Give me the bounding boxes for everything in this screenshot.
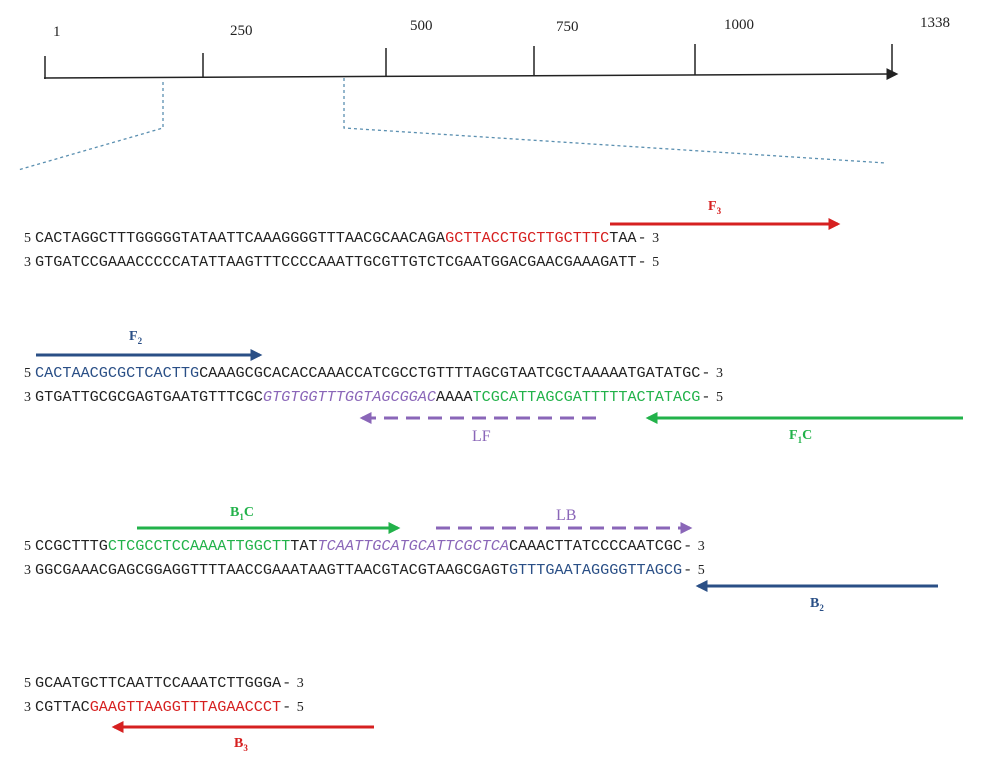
ruler-tick-label: 1000 [724,17,754,33]
f1c-primer-label: F1C [789,428,813,445]
b3-primer-label: B3 [234,736,248,753]
sequence-strand-top: 5 CCGCTTTGCTCGCCTCCAAAATTGGCTTTATTCAATTGC… [24,535,705,557]
strand-end-label: 5 [24,231,31,246]
strand-end-label: 5 [24,366,31,381]
sequence-segment: TCGCATTAGCGATTTTTACTATACG [472,388,701,406]
gene-ruler [17,44,899,171]
strand-end-label: 3 [24,563,31,578]
sequence-segment: TAT [290,537,318,555]
strand-end-label: 3 [24,700,31,715]
f2-primer-label: F2 [129,329,143,346]
sequence-segment: GCTTACCTGCTTGCTTTC [445,229,610,247]
strand-end-label: 5 [694,563,705,578]
sequence-segment: CAAACTTATCCCCAATCGC [508,537,683,555]
sequence-segment: GAAGTTAAGGTTTAGAACCCT [89,698,282,716]
sequence-segment: TAA [609,229,637,247]
strand-end-label: 5 [24,676,31,691]
sequence-segment: CGTTAC [35,698,90,716]
sequence-segment: GTGATCCGAAACCCCCATATTAAGTTTCCCCAAATTGCGT… [35,253,637,271]
sequence-strand-bottom: 3 GGCGAAACGAGCGGAGGTTTTAACCGAAATAAGTTAACG… [24,559,705,581]
strand-end-label: 5 [712,390,723,405]
ruler-tick-label: 750 [556,19,579,35]
strand-end-label: 5 [648,255,660,270]
ruler-tick-label: 500 [410,18,433,34]
strand-end-label: 3 [293,676,304,691]
lf-loop-primer-label: LF [472,428,491,445]
sequence-segment: CACTAGGCTTTGGGGGTATAATTCAAAGGGGTTTAACGCA… [35,229,446,247]
strand-end-label: 5 [24,539,31,554]
strand-end-label: 3 [712,366,723,381]
lb-loop-primer-label: LB [556,507,577,524]
zoom-line-right [343,78,887,164]
zoom-line-left [17,82,164,171]
sequence-segment: AAAA [436,388,473,406]
f3-primer-label: F3 [708,199,722,216]
sequence-strand-bottom: 3 GTGATCCGAAACCCCCATATTAAGTTTCCCCAAATTGCG… [24,251,659,273]
sequence-segment: GTGATTGCGCGAGTGAATGTTTCGC [35,388,263,406]
sequence-segment: GTTTGAATAGGGGTTAGCG [508,561,683,579]
ruler-tick-label: 1 [53,24,61,40]
strand-end-label: 3 [694,539,705,554]
strand-end-label: 3 [648,231,660,246]
sequence-segment: CTCGCCTCCAAAATTGGCTT [107,537,291,555]
ruler-tick-label: 250 [230,23,253,39]
sequence-strand-top: 5 CACTAACGCGCTCACTTGCAAAGCGCACACCAAACCATC… [24,362,723,384]
ruler-axis-line [43,68,899,81]
b1c-primer-label: B1C [230,505,254,522]
sequence-strand-bottom: 3 GTGATTGCGCGAGTGAATGTTTCGCGTGTGGTTTGGTAG… [24,386,723,408]
strand-end-label: 3 [24,390,31,405]
sequence-segment: GGCGAAACGAGCGGAGGTTTTAACCGAAATAAGTTAACGT… [35,561,509,579]
sequence-segment: GCAATGCTTCAATTCCAAATCTTGGGA [35,674,282,692]
strand-end-label: 5 [293,700,304,715]
strand-end-label: 3 [24,255,31,270]
b2-primer-label: B2 [810,596,824,613]
sequence-segment: TCAATTGCATGCATTCGCTCA [317,537,509,555]
ruler-tick-label: 1338 [920,15,950,31]
sequence-segment: CCGCTTTG [35,537,108,555]
sequence-segment: CACTAACGCGCTCACTTG [35,364,200,382]
sequence-segment: CAAAGCGCACACCAAACCATCGCCTGTTTTAGCGTAATCG… [199,364,701,382]
sequence-strand-top: 5 CACTAGGCTTTGGGGGTATAATTCAAAGGGGTTTAACGC… [24,227,659,249]
sequence-segment: GTGTGGTTTGGTAGCGGAC [262,388,437,406]
